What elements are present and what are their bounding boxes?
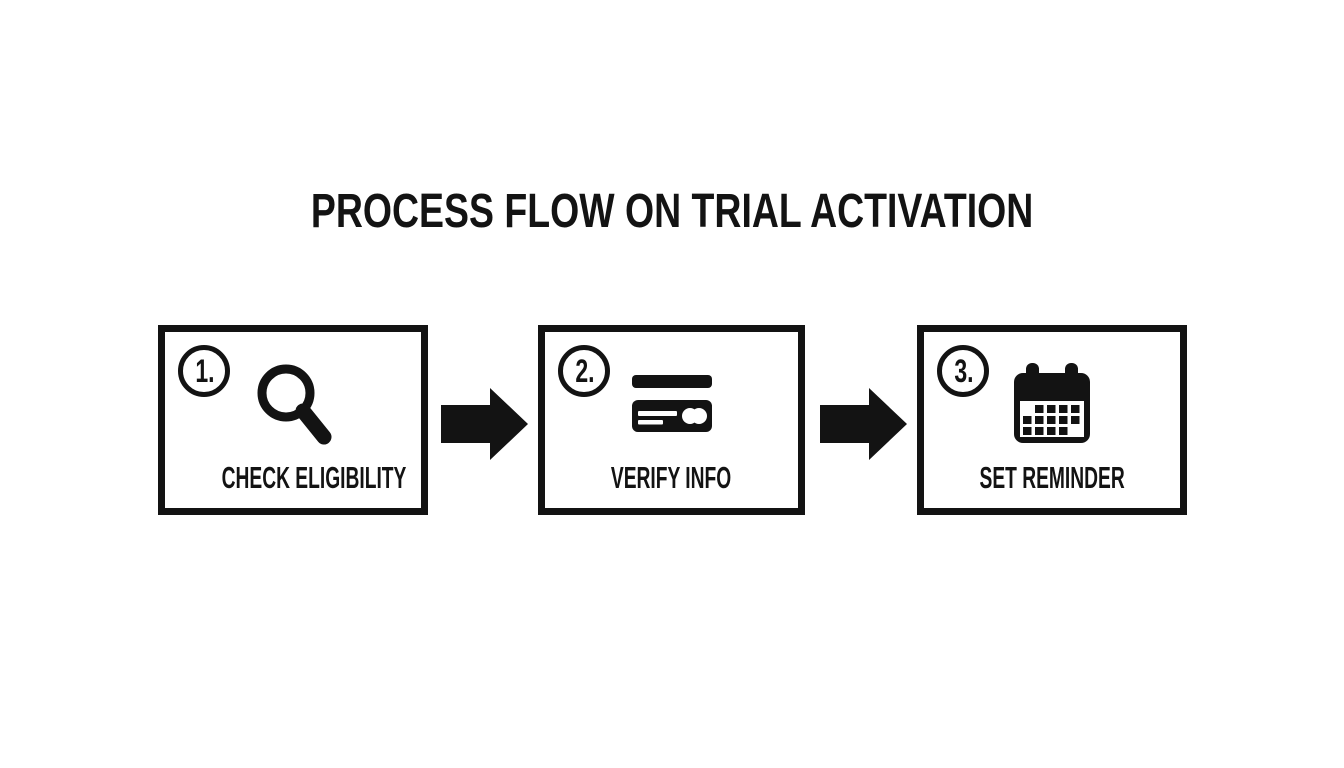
step-3-label-text: SET REMINDER [979, 460, 1125, 495]
arrow-right-icon [441, 388, 528, 460]
step-box-verify-info: 2. VERIFY INFO [538, 325, 805, 515]
calendar-icon [924, 363, 1180, 443]
diagram-title-text: PROCESS FLOW ON TRIAL ACTIVATION [310, 185, 1034, 238]
step-3-label: SET REMINDER [924, 462, 1180, 493]
magnifier-icon [165, 360, 421, 448]
step-box-check-eligibility: 1. CHECK ELIGIBILITY [158, 325, 428, 515]
step-box-set-reminder: 3. [917, 325, 1187, 515]
step-2-number: 2. [575, 353, 595, 389]
step-3-number-badge: 3. [937, 345, 989, 397]
step-1-label: CHECK ELIGIBILITY [165, 462, 421, 493]
step-1-label-text: CHECK ELIGIBILITY [221, 460, 407, 495]
credit-card-icon [545, 375, 798, 440]
arrow-right-icon [820, 388, 907, 460]
step-2-label-text: VERIFY INFO [611, 460, 732, 495]
step-3-number: 3. [954, 353, 974, 389]
diagram-title: PROCESS FLOW ON TRIAL ACTIVATION [0, 188, 1344, 236]
step-1-number-badge: 1. [178, 345, 230, 397]
step-1-number: 1. [195, 353, 215, 389]
step-2-label: VERIFY INFO [545, 462, 798, 493]
step-2-number-badge: 2. [558, 345, 610, 397]
